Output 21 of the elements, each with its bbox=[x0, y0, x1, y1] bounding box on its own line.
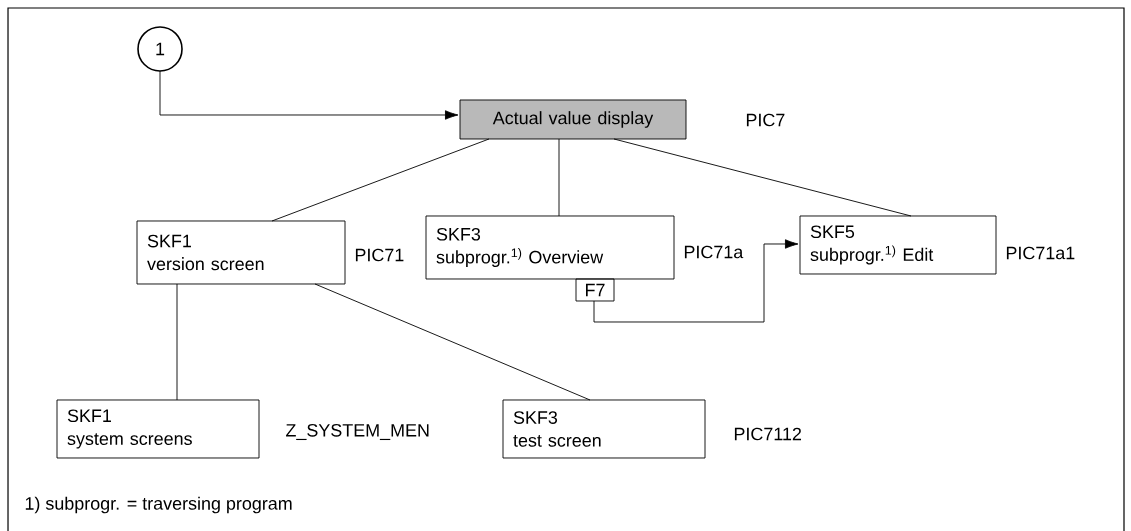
screen-code: PIC71 bbox=[355, 248, 404, 262]
connector-line bbox=[613, 138, 912, 217]
screen-code: PIC7 bbox=[746, 113, 785, 127]
screen-code: PIC71a bbox=[684, 245, 744, 259]
screen-box: Actual value display bbox=[459, 99, 687, 140]
screen-box: SKF3 subprogr.$^{1)}$ Overview bbox=[425, 215, 675, 280]
screen-code: Z_SYSTEM_MEN bbox=[286, 423, 429, 441]
connector-line bbox=[314, 283, 591, 401]
arrow bbox=[159, 70, 459, 120]
footnote: 1) subprogr. = traversing program bbox=[25, 496, 292, 514]
connector-line bbox=[558, 138, 560, 217]
connector-line bbox=[271, 138, 490, 222]
connector-line bbox=[176, 283, 178, 401]
screen-box: SKF1 system screens bbox=[56, 399, 260, 459]
screen-box: SKF5 subprogr.$^{1)}$ Edit bbox=[799, 215, 997, 275]
screen-code: PIC7112 bbox=[734, 427, 801, 441]
screen-code: PIC71a1 bbox=[1006, 246, 1075, 260]
screen-box: SKF1 version screen bbox=[136, 220, 346, 285]
key-box: F7 bbox=[575, 278, 615, 302]
arrow bbox=[593, 239, 799, 323]
screen-box: SKF3 test screen bbox=[502, 399, 706, 459]
